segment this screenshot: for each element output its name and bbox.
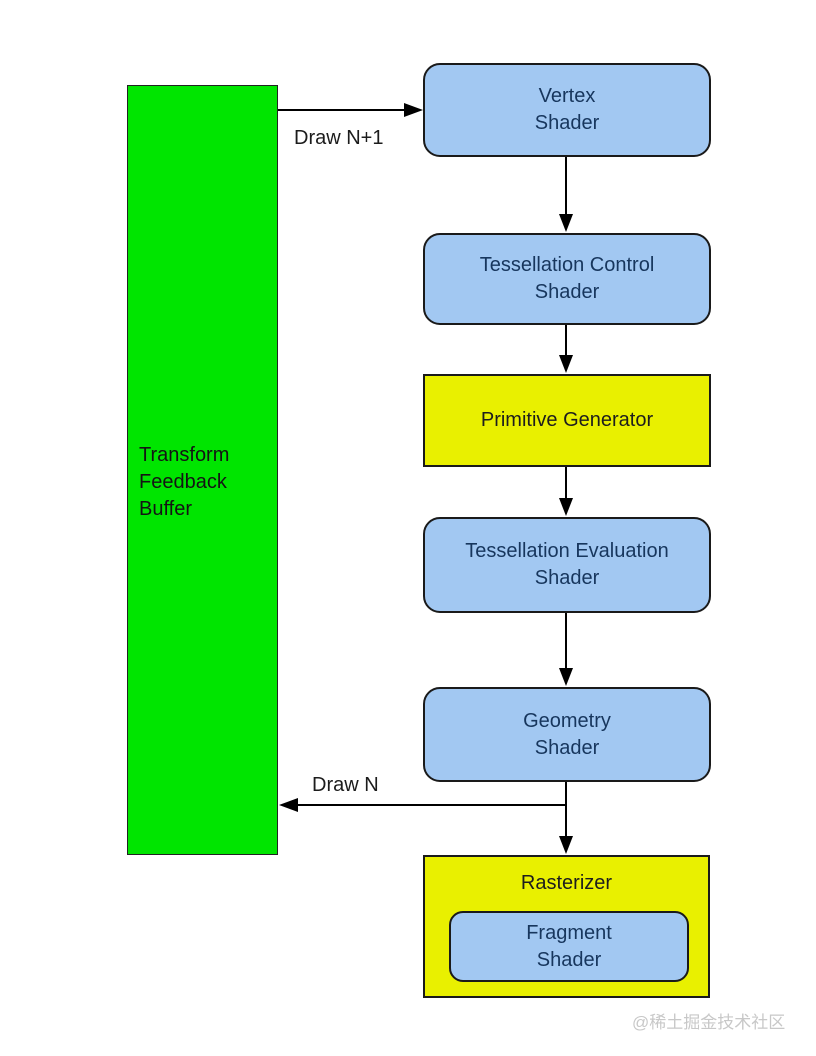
- node-fragment-shader: Fragment Shader: [449, 911, 689, 982]
- arrow-draw-n-plus-1-head: [404, 103, 423, 117]
- node-primitive-generator: Primitive Generator: [423, 374, 711, 467]
- tessellation-control-label-line2: Shader: [534, 281, 600, 303]
- primitive-generator-label: Primitive Generator: [480, 409, 654, 431]
- arrow-tcs-to-primgen-head: [559, 355, 573, 373]
- arrow-draw-n-head: [279, 798, 298, 812]
- arrow-primgen-to-tes-head: [559, 498, 573, 516]
- edge-label-draw-n-plus-1: Draw N+1: [294, 127, 384, 149]
- watermark-text: @稀土掘金技术社区: [632, 1013, 786, 1032]
- transform-feedback-buffer-label-line2: Feedback: [139, 471, 227, 493]
- node-vertex-shader: Vertex Shader: [423, 63, 711, 157]
- node-transform-feedback-buffer: Transform Feedback Buffer: [127, 85, 278, 855]
- vertex-shader-label-line1: Vertex: [538, 85, 596, 107]
- node-geometry-shader: Geometry Shader: [423, 687, 711, 782]
- geometry-shader-label-line2: Shader: [534, 736, 600, 759]
- arrow-geometry-to-rasterizer-head: [559, 836, 573, 854]
- edge-label-draw-n: Draw N: [312, 774, 379, 796]
- tessellation-control-label-line1: Tessellation Control: [479, 254, 655, 276]
- tessellation-evaluation-label-line1: Tessellation Evaluation: [465, 540, 669, 562]
- node-tessellation-control-shader: Tessellation Control Shader: [423, 233, 711, 325]
- fragment-shader-label-line2: Shader: [536, 948, 602, 971]
- transform-feedback-buffer-label-line1: Transform: [139, 444, 230, 466]
- arrow-vertex-to-tcs-head: [559, 214, 573, 232]
- node-rasterizer: Rasterizer Fragment Shader: [423, 855, 710, 998]
- tessellation-evaluation-label-line2: Shader: [534, 567, 600, 589]
- transform-feedback-buffer-label-line3: Buffer: [139, 498, 192, 520]
- geometry-shader-label-line1: Geometry: [523, 709, 611, 732]
- rasterizer-label: Rasterizer: [520, 872, 613, 894]
- node-tessellation-evaluation-shader: Tessellation Evaluation Shader: [423, 517, 711, 613]
- fragment-shader-label-line1: Fragment: [526, 921, 612, 944]
- vertex-shader-label-line2: Shader: [534, 112, 600, 134]
- arrow-tes-to-geometry-head: [559, 668, 573, 686]
